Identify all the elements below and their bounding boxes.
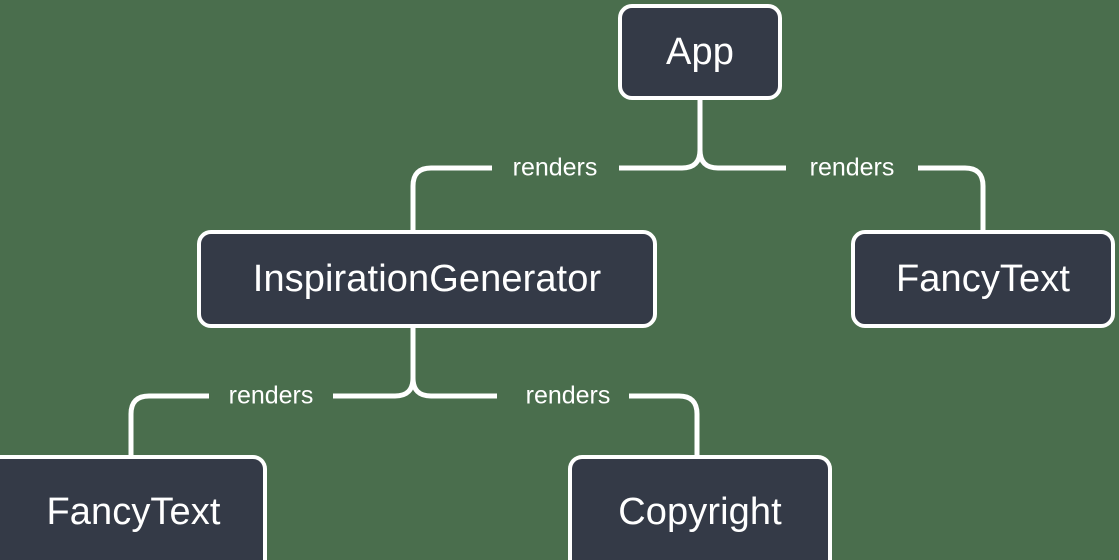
edge-label-app-to-inspirationgenerator: renders [512,153,598,182]
edge-app-to-inspirationgenerator [410,165,492,230]
edge-label-inspirationgenerator-to-copyright: renders [525,381,611,410]
edge-label-app-to-fancytext-right: renders [809,153,895,182]
node-app[interactable]: App [618,4,782,100]
edge-inspirationgenerator-junction-left [333,377,416,399]
node-fancytext-bottom-left-label: FancyText [46,490,221,533]
node-copyright-label: Copyright [618,490,782,533]
node-app-label: App [666,31,734,73]
node-copyright[interactable]: Copyright [568,455,832,560]
edge-inspirationgenerator-junction-right [410,377,497,399]
edge-inspirationgenerator-to-fancytext-bottom-left [128,393,209,455]
node-fancytext-bottom-left[interactable]: FancyText [0,455,267,560]
edge-app-to-fancytext-right [918,165,986,230]
edge-app-junction-right [697,149,786,171]
node-inspiration-generator-label: InspirationGenerator [252,258,602,300]
node-fancytext-right[interactable]: FancyText [851,230,1115,328]
edge-app-junction-left [619,149,703,171]
node-inspiration-generator[interactable]: InspirationGenerator [197,230,657,328]
node-fancytext-right-label: FancyText [895,258,1071,300]
edge-label-inspirationgenerator-to-fancytext: renders [228,381,314,410]
edge-inspirationgenerator-to-copyright [629,393,700,455]
